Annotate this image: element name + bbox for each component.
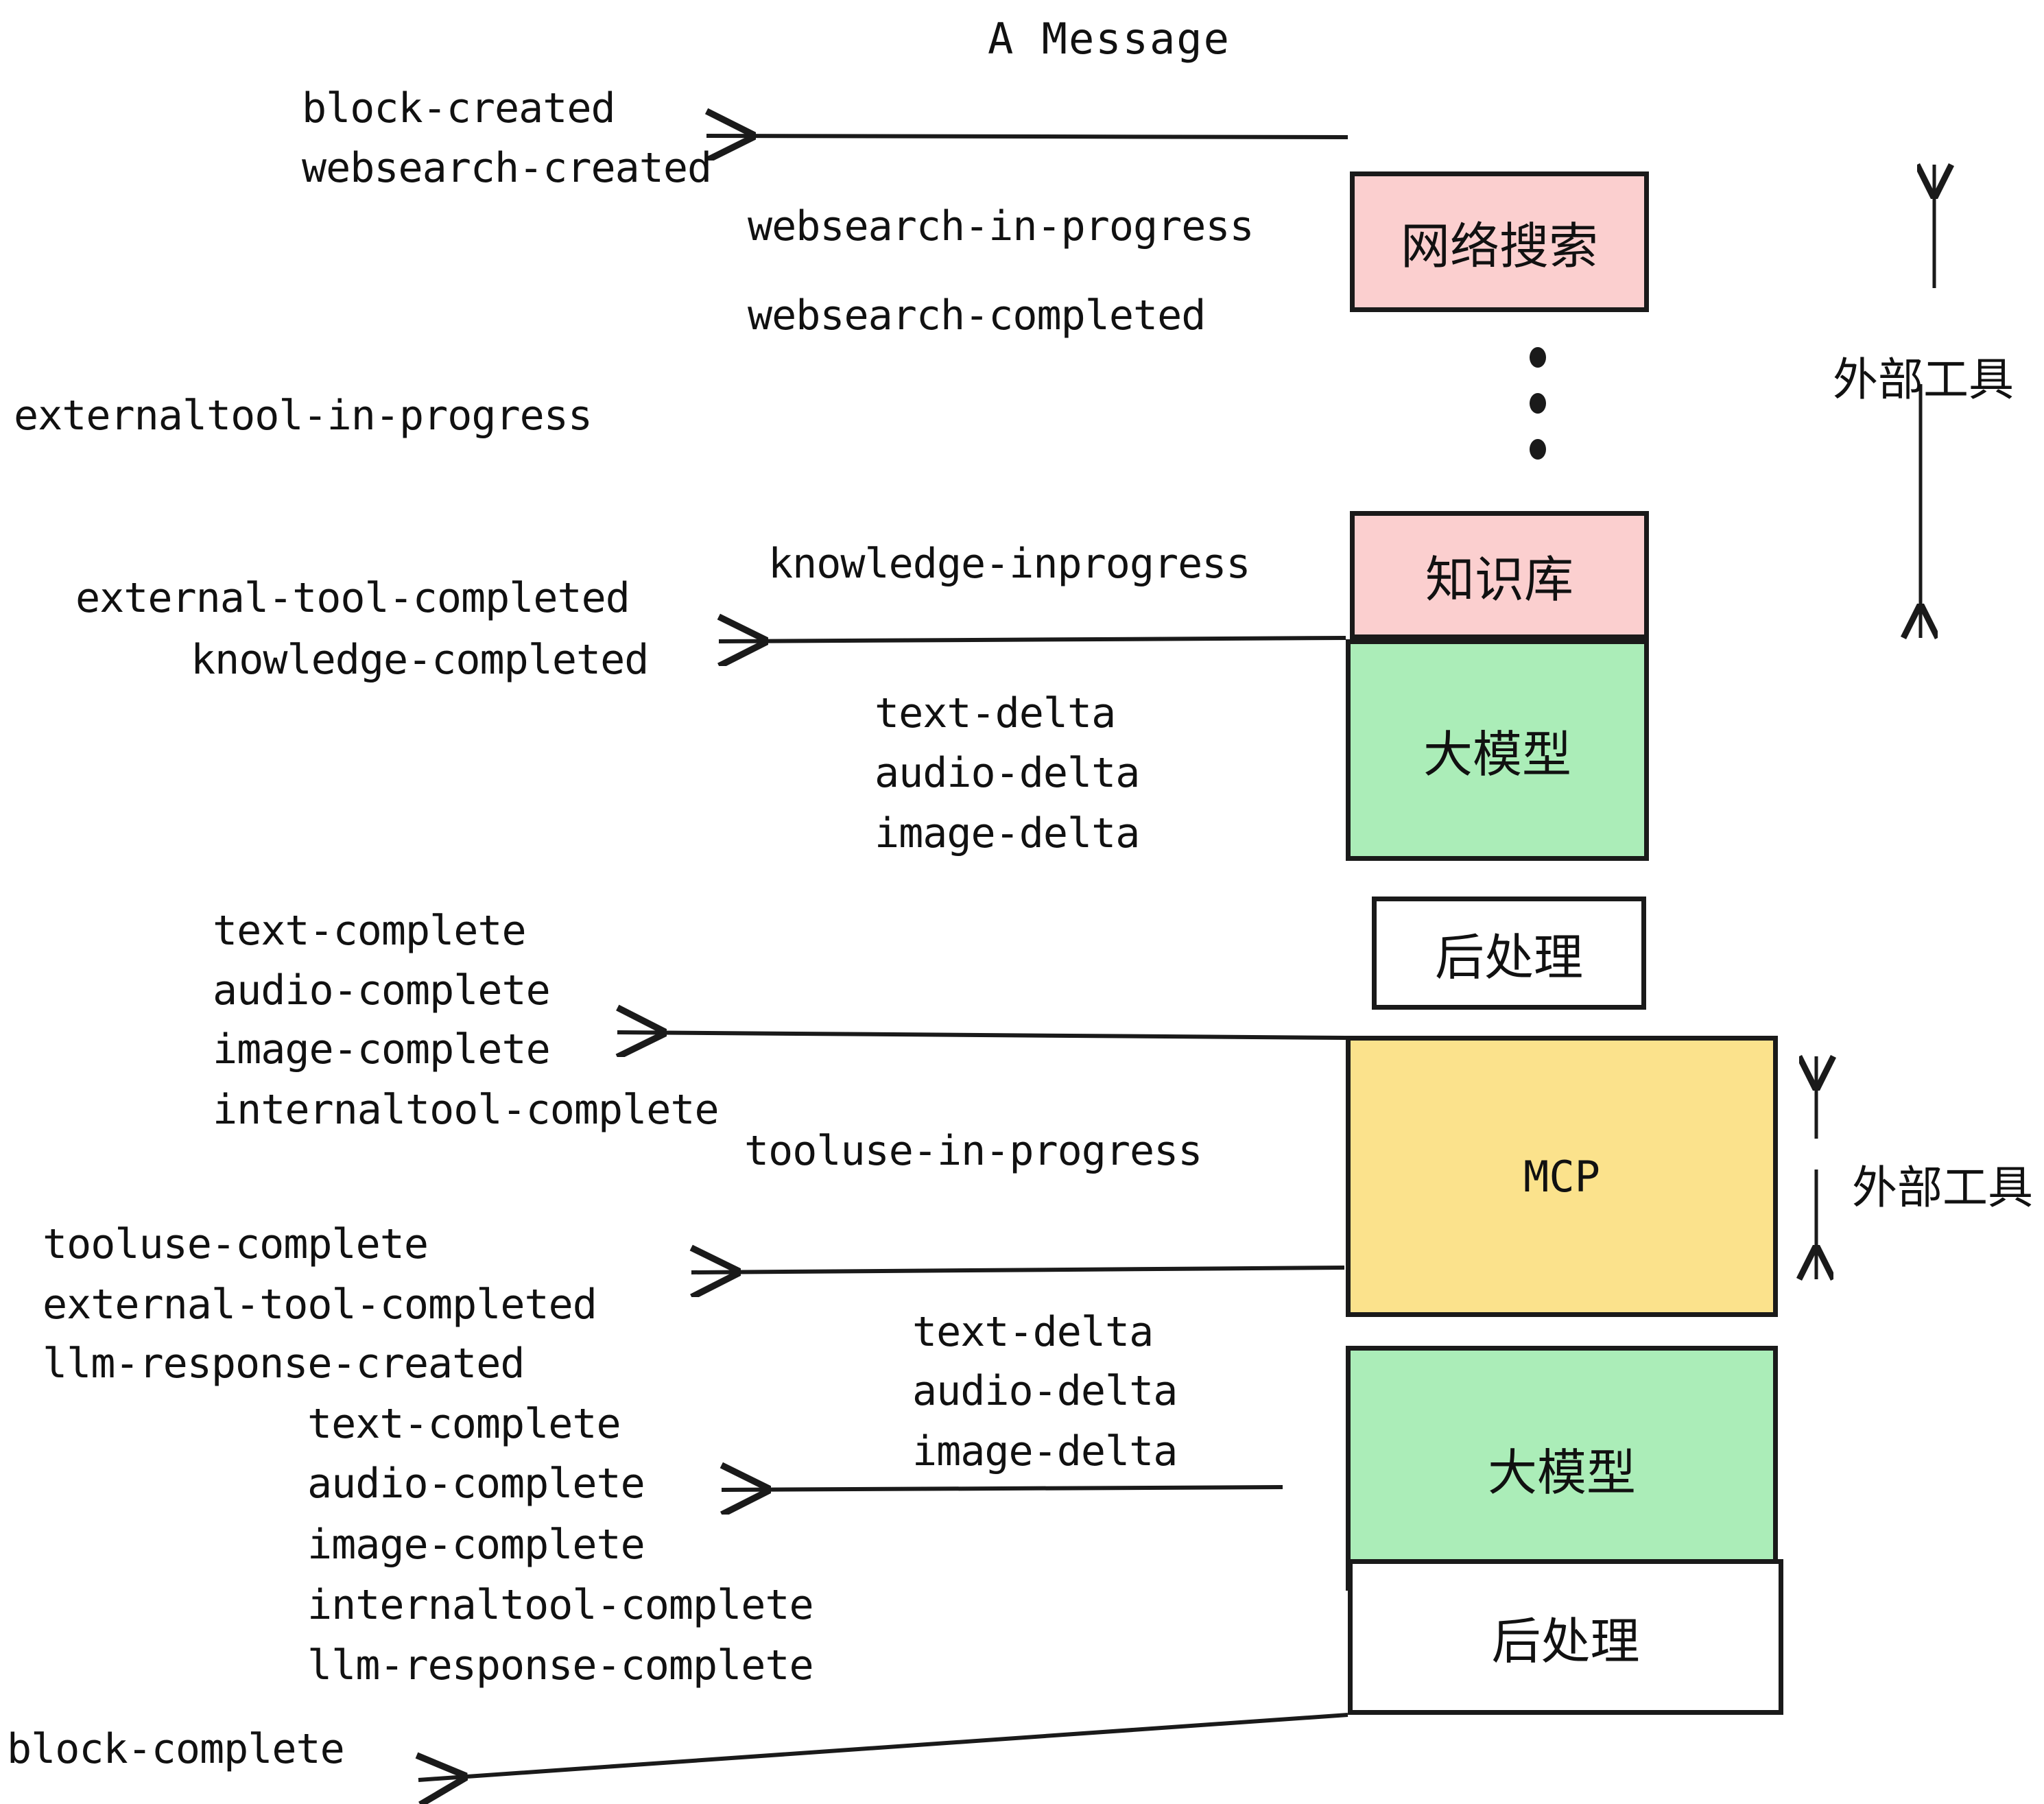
node-label: 后处理 xyxy=(1434,929,1583,986)
event-label-internaltool-complete: internaltool-complete xyxy=(307,1581,814,1629)
node-websearch[interactable]: 网络搜索 xyxy=(1350,171,1649,312)
node-label: 网络搜索 xyxy=(1400,217,1598,275)
node-label: MCP xyxy=(1523,1151,1600,1202)
event-label-text-delta: text-delta xyxy=(912,1308,1154,1356)
arrow-audio-complete xyxy=(722,1487,1283,1490)
arrow-image-complete xyxy=(617,1032,1346,1038)
group-label-external-tools: 外部工具 xyxy=(1833,353,2014,406)
event-label-audio-complete: audio-complete xyxy=(213,966,551,1014)
event-label-websearch-in-progress: websearch-in-progress xyxy=(748,202,1255,250)
event-label-text-delta: text-delta xyxy=(875,689,1116,737)
event-label-knowledge-inprogress: knowledge-inprogress xyxy=(768,540,1250,588)
event-label-llm-response-complete: llm-response-complete xyxy=(307,1641,814,1689)
arrow-tooluse-complete xyxy=(691,1268,1345,1272)
ellipsis-dot xyxy=(1530,393,1546,414)
event-label-tooluse-complete: tooluse-complete xyxy=(43,1220,429,1268)
event-label-external-tool-completed: external-tool-completed xyxy=(75,574,630,622)
node-knowledge[interactable]: 知识库 xyxy=(1350,511,1649,639)
event-label-websearch-created: websearch-created xyxy=(302,144,712,192)
node-llm-1[interactable]: 大模型 xyxy=(1346,639,1649,861)
event-label-image-delta: image-delta xyxy=(912,1427,1178,1475)
event-label-text-complete: text-complete xyxy=(213,907,527,955)
ellipsis-dot xyxy=(1530,347,1546,368)
group-arrow-group xyxy=(1816,165,1934,1279)
node-llm-2[interactable]: 大模型 xyxy=(1346,1346,1778,1591)
group-label-external-tools: 外部工具 xyxy=(1852,1161,2033,1214)
event-label-audio-complete: audio-complete xyxy=(307,1460,645,1508)
event-label-block-complete: block-complete xyxy=(7,1725,345,1773)
arrow-block-created xyxy=(706,136,1348,137)
node-label: 大模型 xyxy=(1487,1444,1636,1502)
event-label-image-complete: image-complete xyxy=(213,1025,551,1073)
arrow-knowledge-done xyxy=(719,638,1346,641)
node-label: 后处理 xyxy=(1491,1613,1640,1670)
event-label-knowledge-completed: knowledge-completed xyxy=(191,636,649,684)
event-label-externaltool-in-progress: externaltool-in-progress xyxy=(14,392,593,440)
node-label: 知识库 xyxy=(1425,551,1573,608)
event-label-external-tool-completed: external-tool-completed xyxy=(43,1281,597,1329)
arrow-block-complete xyxy=(418,1713,1348,1780)
ellipsis-dot xyxy=(1530,439,1546,460)
node-label: 大模型 xyxy=(1423,726,1571,783)
event-label-internaltool-complete: internaltool-complete xyxy=(213,1086,720,1134)
event-label-image-delta: image-delta xyxy=(875,809,1140,857)
event-label-audio-delta: audio-delta xyxy=(875,749,1140,797)
event-label-websearch-completed: websearch-completed xyxy=(748,292,1206,340)
event-label-text-complete: text-complete xyxy=(307,1400,621,1448)
node-post-1[interactable]: 后处理 xyxy=(1372,897,1646,1010)
vertical-ellipsis xyxy=(1530,347,1546,460)
event-label-image-complete: image-complete xyxy=(307,1521,645,1569)
event-label-tooluse-in-progress: tooluse-in-progress xyxy=(744,1127,1202,1175)
node-post-2[interactable]: 后处理 xyxy=(1348,1559,1783,1715)
node-mcp[interactable]: MCP xyxy=(1346,1036,1778,1317)
event-label-block-created: block-created xyxy=(302,84,616,132)
page-title: A Message xyxy=(988,14,1231,64)
event-label-audio-delta: audio-delta xyxy=(912,1367,1178,1415)
event-label-llm-response-created: llm-response-created xyxy=(43,1340,525,1388)
flow-arrow-group xyxy=(418,136,1348,1780)
